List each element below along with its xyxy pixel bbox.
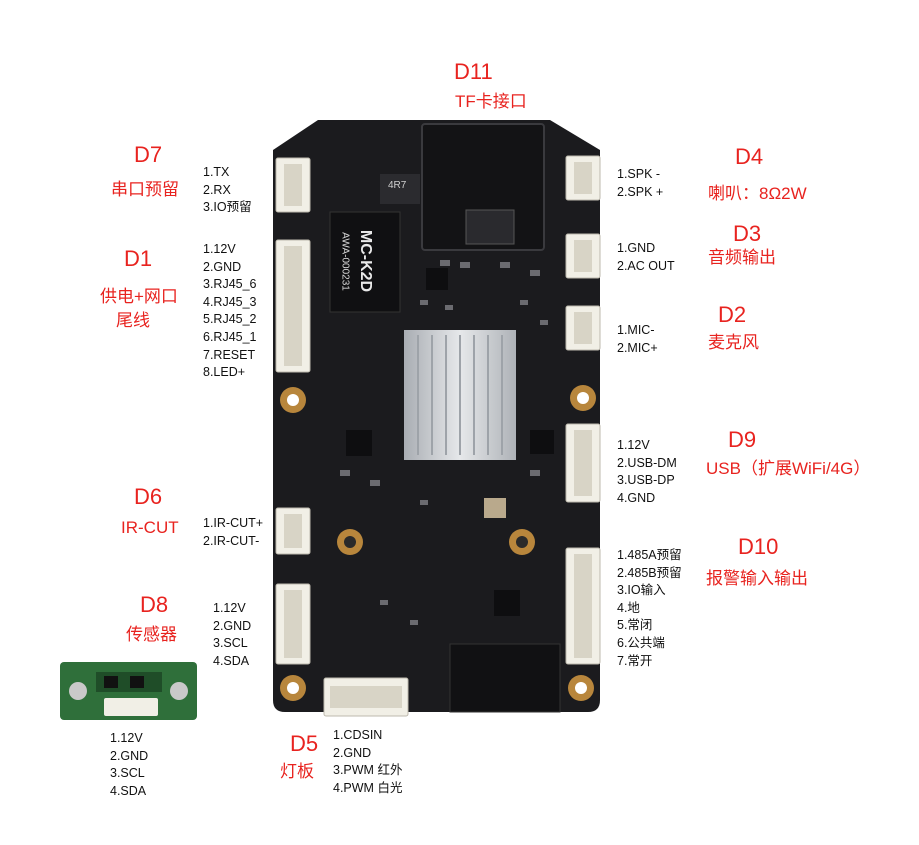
sensor-connector: [104, 698, 158, 716]
pin-label: 3.PWM 红外: [333, 763, 403, 778]
d6-code: D6: [134, 484, 163, 509]
pin-label: 3.SCL: [213, 636, 248, 651]
pin-label: 2.485B预留: [617, 565, 682, 580]
crystal-oscillator: [484, 498, 506, 518]
d8-code: D8: [140, 592, 169, 617]
pin-label: 1.SPK -: [617, 167, 661, 181]
pin-label: 1.TX: [203, 165, 230, 179]
d11-name: TF卡接口: [455, 92, 527, 111]
d6-pin-list: 1.IR-CUT+ 2.IR-CUT-: [203, 515, 263, 550]
d7-name: 串口预留: [111, 180, 179, 199]
silk-inductor: 4R7: [388, 180, 407, 191]
pin-label: 2.GND: [110, 748, 149, 763]
d5-code: D5: [290, 731, 319, 756]
silk-model: MC-K2D: [357, 229, 374, 293]
pin-label: 1.12V: [203, 242, 236, 256]
pin-label: 4.RJ45_3: [203, 294, 257, 309]
pin-label: 6.RJ45_1: [203, 329, 257, 344]
pin-label: 1.12V: [110, 731, 143, 745]
pin-label: 1.12V: [213, 601, 246, 615]
d2-name: 麦克风: [708, 333, 759, 352]
pin-label: 8.LED+: [203, 365, 246, 380]
d4-pin-list: 1.SPK - 2.SPK +: [617, 166, 663, 201]
pin-label: 3.IO预留: [203, 200, 252, 215]
pin-label: 2.GND: [213, 618, 252, 633]
d6-name: IR-CUT: [121, 518, 179, 537]
d7-code: D7: [134, 142, 163, 167]
pin-label: 4.SDA: [110, 783, 147, 798]
bottom-connector-block: [449, 643, 561, 713]
d10-name: 报警输入输出: [706, 569, 808, 588]
pin-label: 7.常开: [617, 653, 653, 668]
pin-label: 6.公共端: [617, 635, 665, 650]
d4-name: 喇叭：8Ω2W: [708, 184, 807, 203]
d5-pin-list: 1.CDSIN 2.GND 3.PWM 红外 4.PWM 白光: [333, 727, 402, 797]
pin-label: 1.CDSIN: [333, 728, 383, 742]
pin-label: 2.SPK +: [617, 184, 664, 199]
d3-code: D3: [733, 221, 762, 246]
d9-name: USB（扩展WiFi/4G）: [706, 459, 871, 478]
d2-code: D2: [718, 302, 747, 327]
d7-pin-list: 1.TX 2.RX 3.IO预留: [203, 164, 252, 217]
pin-label: 2.GND: [333, 745, 372, 760]
pin-label: 2.RX: [203, 182, 231, 197]
pin-label: 5.RJ45_2: [203, 312, 257, 327]
pin-label: 1.485A预留: [617, 548, 682, 562]
pin-label: 7.RESET: [203, 347, 256, 362]
pin-label: 2.MIC+: [617, 340, 658, 355]
d1-name-line2: 尾线: [116, 311, 150, 330]
pin-label: 2.GND: [203, 259, 242, 274]
pin-label: 3.USB-DP: [617, 473, 675, 488]
pin-label: 1.MIC-: [617, 323, 655, 337]
main-chip: [329, 211, 401, 313]
d8-name: 传感器: [126, 625, 177, 644]
d4-code: D4: [735, 144, 764, 169]
pin-label: 3.RJ45_6: [203, 277, 257, 292]
inductor: [380, 174, 420, 204]
d3-name: 音频输出: [708, 248, 776, 267]
d9-code: D9: [728, 427, 757, 452]
d10-pin-list: 1.485A预留 2.485B预留 3.IO输入 4.地 5.常闭 6.公共端 …: [617, 547, 682, 670]
d2-pin-list: 1.MIC- 2.MIC+: [617, 322, 658, 357]
pin-label: 4.PWM 白光: [333, 780, 403, 795]
pin-label: 4.SDA: [213, 653, 250, 668]
pin-label: 4.GND: [617, 490, 656, 505]
d5-name: 灯板: [280, 762, 314, 781]
silk-code: AWA-000231: [339, 232, 351, 291]
pin-label: 3.IO输入: [617, 583, 666, 598]
pin-label: 2.USB-DM: [617, 455, 677, 470]
d1-code: D1: [124, 246, 153, 271]
pin-label: 3.SCL: [110, 766, 145, 781]
d1-pin-list: 1.12V 2.GND 3.RJ45_6 4.RJ45_3 5.RJ45_2 6…: [203, 241, 257, 382]
d11-code: D11: [454, 59, 493, 84]
d3-pin-list: 1.GND 2.AC OUT: [617, 240, 675, 275]
pin-label: 1.12V: [617, 438, 650, 452]
pin-label: 1.GND: [617, 241, 656, 255]
pin-label: 4.地: [617, 600, 640, 615]
d8-pin-list: 1.12V 2.GND 3.SCL 4.SDA: [213, 600, 251, 670]
pin-label: 2.IR-CUT-: [203, 533, 260, 548]
sensor-pin-list: 1.12V 2.GND 3.SCL 4.SDA: [110, 730, 148, 800]
pin-label: 5.常闭: [617, 618, 653, 633]
tf-card-connector: [465, 209, 515, 245]
d10-code: D10: [738, 534, 779, 559]
pin-label: 2.AC OUT: [617, 258, 675, 273]
d1-name: 供电+网口: [100, 287, 178, 306]
pin-label: 1.IR-CUT+: [203, 516, 264, 530]
d9-pin-list: 1.12V 2.USB-DM 3.USB-DP 4.GND: [617, 437, 677, 507]
